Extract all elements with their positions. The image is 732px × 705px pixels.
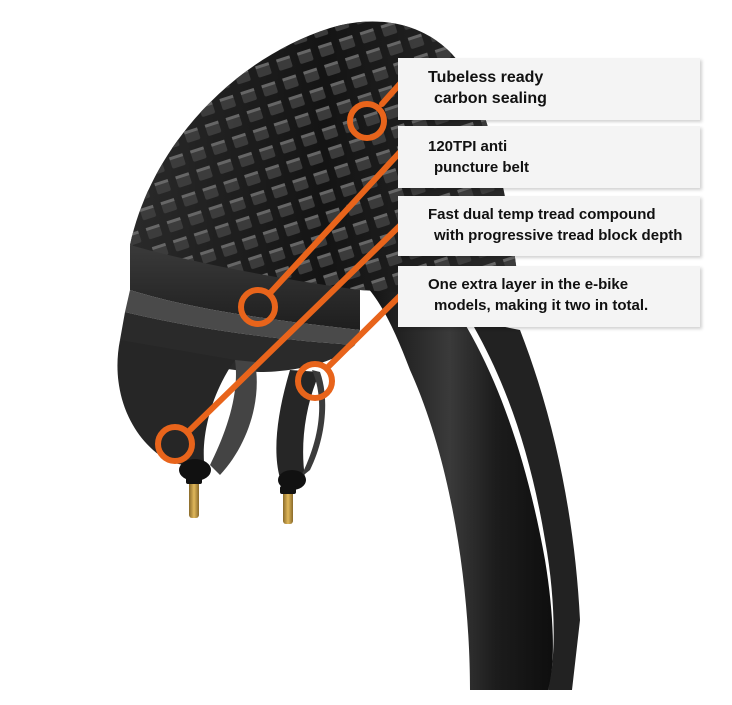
bead-left	[179, 459, 211, 481]
callout-tubeless-ready: Tubeless ready carbon sealing	[398, 58, 700, 120]
bead-right	[278, 470, 306, 490]
callout-1-line-1: Tubeless ready	[428, 69, 544, 86]
callout-extra-layer: One extra layer in the e-bike models, ma…	[398, 266, 700, 327]
tire-inner-casing	[117, 340, 326, 490]
callout-4-line-2: models, making it two in total.	[434, 297, 649, 314]
valve-stems	[186, 476, 296, 524]
callout-4-line-1: One extra layer in the e-bike	[428, 276, 629, 293]
leader-line-2	[268, 135, 416, 295]
callout-3-line-1: Fast dual temp tread compound	[428, 206, 656, 223]
valve-left	[189, 478, 199, 518]
leader-target-1	[347, 101, 387, 141]
leader-line-3	[187, 205, 421, 433]
callout-2-line-2: puncture belt	[434, 159, 530, 176]
callout-puncture-belt: 120TPI anti puncture belt	[398, 126, 700, 188]
callout-2-line-1: 120TPI anti	[428, 138, 508, 155]
callout-tread-compound: Fast dual temp tread compound with progr…	[398, 196, 700, 256]
leader-target-4	[295, 361, 335, 401]
leader-target-2	[238, 287, 278, 327]
callout-3-line-2: with progressive tread block depth	[434, 227, 683, 244]
leader-target-3	[155, 424, 195, 464]
callout-leaders	[155, 65, 421, 464]
tire-sidewall	[365, 240, 580, 690]
callout-1-line-2: carbon sealing	[434, 90, 547, 107]
valve-right	[283, 488, 293, 524]
